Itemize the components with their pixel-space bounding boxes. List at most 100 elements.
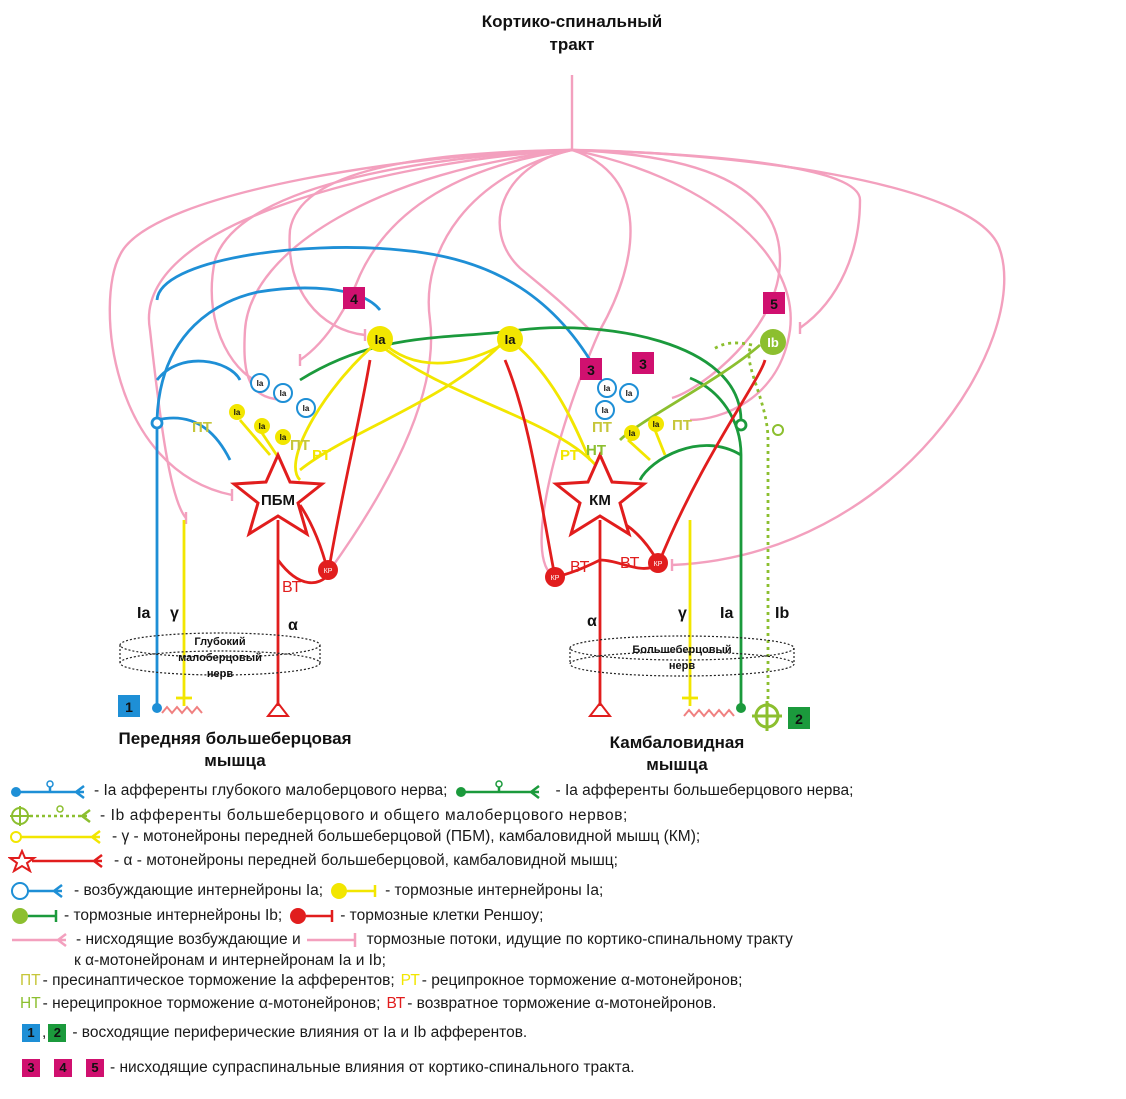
inhibitory-descending-icon [306, 933, 356, 947]
neural-circuit-diagram: Кортико-спинальный тракт [108, 12, 1006, 774]
pbm-label: ПБМ [261, 492, 295, 509]
marker-1-box [118, 695, 140, 717]
yellow-pathways [182, 338, 692, 706]
svg-text:ВТ: ВТ [620, 555, 640, 572]
renshaw-right-a-label: КР [551, 575, 560, 582]
svg-text:Ia: Ia [720, 605, 733, 622]
svg-text:ПТ: ПТ [672, 417, 692, 434]
ib-interneuron [760, 329, 786, 355]
svg-text:нерв: нерв [207, 668, 233, 680]
nerve-right [569, 635, 795, 677]
right-interneuron-cluster [595, 378, 664, 441]
legend-row-4: - α - мотонейроны передней большеберцово… [0, 849, 618, 873]
renshaw-cell-right-a [545, 567, 565, 587]
svg-text:Ia: Ia [257, 379, 264, 388]
legend-nt-abbr: НТ [20, 995, 41, 1012]
tract-title-line1: Кортико-спинальный [482, 12, 662, 31]
svg-text:РТ: РТ [560, 447, 579, 464]
marker-1: 1 [125, 699, 133, 715]
renshaw-cell-icon [290, 908, 334, 924]
svg-text:Ia: Ia [626, 389, 633, 398]
svg-text:нерв: нерв [669, 660, 695, 672]
marker-3a-box [580, 358, 602, 380]
svg-text:Глубокий: Глубокий [194, 636, 245, 648]
svg-text:ВТ: ВТ [282, 579, 302, 596]
svg-text:РТ: РТ [312, 447, 331, 464]
legend-l3: - γ - мотонейроны передней большеберцово… [112, 828, 701, 845]
svg-text:γ: γ [678, 605, 687, 622]
svg-text:Ia: Ia [602, 406, 609, 415]
legend-pt-abbr: ПТ [20, 972, 41, 989]
svg-text:Ia: Ia [137, 605, 150, 622]
legend-l10a: - нереципрокное торможение α-мотонейроно… [42, 995, 381, 1012]
legend-row-2: - Ib афференты большеберцового и общего … [0, 805, 628, 827]
alpha-motoneuron-icon [8, 849, 103, 873]
legend-vt-abbr: ВТ [386, 995, 406, 1012]
legend-l5b: - тормозные интернейроны Ia; [385, 882, 604, 899]
ia-inhibitory-interneuron-icon [331, 883, 377, 899]
renshaw-cell-right-b [648, 553, 668, 573]
nerve-left-label: Глубокий малоберцовый нерв [178, 636, 262, 680]
legend-row-11: 1 , 2 - восходящие периферические влияни… [0, 1022, 527, 1044]
svg-text:Ia: Ia [280, 433, 287, 442]
ia-inhibitory-interneuron-right [497, 326, 523, 352]
marker-3b: 3 [639, 356, 647, 372]
fiber-labels: Ia γ α α γ Ia Ib [137, 605, 789, 634]
spindles [161, 705, 735, 718]
renshaw-left-label: КР [324, 568, 333, 575]
gamma-motoneuron-icon [10, 830, 101, 844]
legend-l11: - восходящие периферические влияния от I… [72, 1024, 528, 1041]
legend-row-12: 3 4 5 - нисходящие супраспинальные влиян… [0, 1057, 635, 1079]
renshaw-cell-left [318, 560, 338, 580]
marker-4-box [343, 287, 365, 309]
svg-text:Ia: Ia [653, 420, 660, 429]
inhibition-labels: ПТ ПТ РТ ПТ ПТ РТ НТ [192, 417, 692, 464]
km-motoneuron-star [552, 451, 648, 538]
ia-left-label: Ia [375, 332, 387, 347]
legend-l12: - нисходящие супраспинальные влияния от … [110, 1059, 635, 1076]
muscle-left-label: Передняя большеберцовая мышца [118, 729, 351, 770]
svg-text:Камбаловидная: Камбаловидная [610, 733, 745, 752]
svg-text:Ia: Ia [604, 384, 611, 393]
marker-4: 4 [350, 291, 358, 307]
ia-blue-fiber-icon [11, 780, 85, 799]
ib-fiber-icon [10, 805, 91, 826]
legend: - Ia афференты глубокого малоберцового н… [0, 770, 1126, 1099]
renshaw-right-b-label: КР [654, 561, 663, 568]
legend-row-8: к α-мотонейронам и интернейронам Ia и Ib… [0, 950, 386, 972]
recurrent-labels: ВТ ВТ ВТ [282, 555, 640, 596]
svg-text:Ia: Ia [234, 408, 241, 417]
marker-3b-box [632, 352, 654, 374]
alpha-pathways [276, 359, 767, 706]
excitatory-descending-icon [12, 933, 67, 947]
legend-marker-2: 2 [48, 1024, 67, 1042]
km-label: КМ [589, 492, 611, 509]
legend-l1a: - Ia афференты глубокого малоберцового н… [94, 782, 448, 799]
svg-text:ПТ: ПТ [290, 437, 310, 454]
svg-text:мышца: мышца [646, 755, 708, 774]
left-cluster-labels: Ia Ia Ia Ia Ia Ia [234, 379, 310, 442]
legend-marker-5: 5 [86, 1059, 104, 1077]
svg-text:ПТ: ПТ [592, 419, 612, 436]
ib-interneuron-label: Ib [767, 335, 779, 350]
svg-text:Большеберцовый: Большеберцовый [632, 644, 731, 656]
legend-l9b: - реципрокное торможение α-мотонейронов; [421, 972, 743, 989]
ib-receptor-icon [752, 701, 782, 731]
legend-row-9: ПТ - пресинаптическое торможение Ia аффе… [0, 970, 742, 992]
legend-l6a: - тормозные интернейроны Ib; [64, 907, 283, 924]
legend-l7a: - нисходящие возбуждающие и [76, 931, 301, 948]
tract-title-line2: тракт [550, 35, 595, 54]
ia-green-fiber-icon [456, 780, 541, 799]
svg-text:Ia: Ia [259, 422, 266, 431]
legend-l4: - α - мотонейроны передней большеберцово… [114, 852, 618, 869]
legend-l1b: - Ia афференты большеберцового нерва; [555, 782, 854, 799]
ia-excitatory-interneuron-icon [11, 882, 63, 900]
legend-l9a: - пресинаптическое торможение Ia афферен… [42, 972, 395, 989]
legend-row-6: - тормозные интернейроны Ib; - тормозные… [0, 905, 543, 927]
legend-l8: к α-мотонейронам и интернейронам Ia и Ib… [74, 952, 386, 969]
ib-interneuron-icon [12, 908, 58, 924]
legend-l6b: - тормозные клетки Реншоу; [340, 907, 544, 924]
ib-collateral-circle [772, 424, 784, 436]
svg-text:Ia: Ia [280, 389, 287, 398]
svg-text:ПТ: ПТ [192, 419, 212, 436]
